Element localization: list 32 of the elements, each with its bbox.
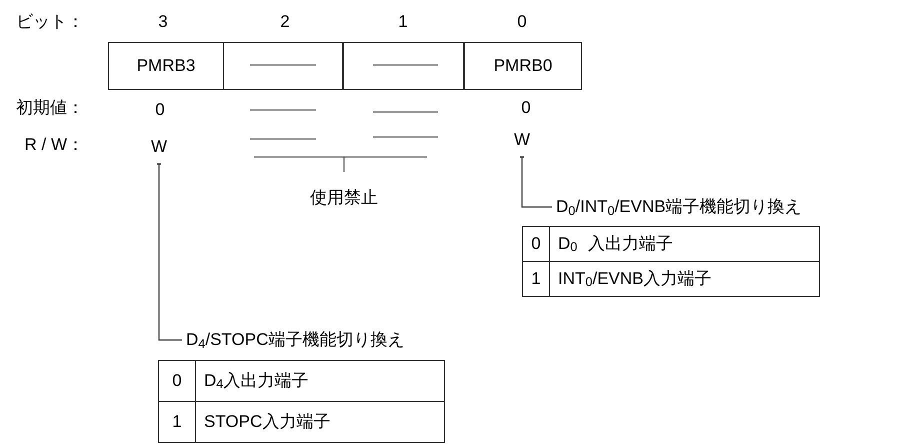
- register-label: 初期値：: [15, 97, 84, 119]
- register-bit-cell: [343, 42, 464, 90]
- table-row: [158, 401, 445, 443]
- register-bit-cell: [223, 42, 343, 90]
- function-heading: D$_{4}$/STOPC端子機能切り換え: [186, 327, 516, 353]
- function-heading: D$_{0}$/INT$_{0}$/EVNB端子機能切り換え: [556, 194, 914, 220]
- register-label: ビット：: [15, 11, 84, 33]
- node-text: W: [146, 134, 172, 160]
- function-description: INT$_{0}$/EVNB入力端子: [557, 268, 712, 292]
- node-text: W: [509, 127, 535, 153]
- register-label: 2: [279, 11, 291, 33]
- bit-value: 1: [159, 402, 196, 442]
- function-description: D$_{0}$ 入出力端子: [557, 233, 674, 256]
- register-label: 0: [154, 99, 166, 121]
- register-label: 0: [520, 97, 532, 119]
- bit-value: 1: [523, 262, 550, 296]
- register-label: R / W：: [24, 134, 84, 156]
- register-bit-cell: [108, 42, 224, 90]
- register-label: 3: [157, 11, 169, 33]
- function-description: D$_{4}$入出力端子: [203, 370, 308, 394]
- register-bit-cell: [464, 42, 582, 90]
- bit-value: 0: [523, 227, 550, 261]
- bit-name: PMRB0: [494, 55, 552, 78]
- bit-name: PMRB3: [136, 55, 196, 78]
- register-label: 1: [397, 11, 409, 33]
- node-text: 使用禁止: [294, 184, 394, 212]
- table-row: [158, 360, 445, 402]
- function-description: STOPC入力端子: [203, 411, 330, 434]
- table-row: [522, 261, 820, 297]
- bit-value: 0: [159, 361, 196, 401]
- register-label: 0: [516, 11, 528, 33]
- table-row: [522, 226, 820, 262]
